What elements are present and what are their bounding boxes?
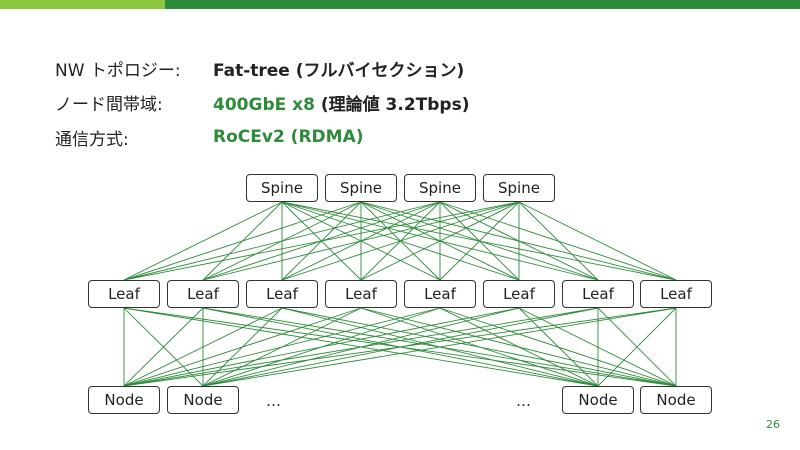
leaf-node-link	[123, 307, 362, 387]
info-label: ノード間帯域:	[55, 94, 163, 115]
header-bar	[0, 0, 800, 9]
leaf-node-link	[360, 307, 599, 387]
spine-leaf-link	[202, 201, 520, 281]
spine-leaf-link	[518, 201, 599, 281]
info-row: 通信方式: RoCEv2 (RDMA)	[55, 124, 364, 150]
leaf-switch: Leaf	[562, 280, 634, 308]
leaf-switch: Leaf	[404, 280, 476, 308]
info-value-part: Fat-tree (フルバイセクション)	[213, 60, 465, 81]
info-value-part: RoCEv2 (RDMA)	[213, 127, 364, 147]
leaf-node-link	[597, 307, 677, 387]
leaf-node-link	[202, 307, 677, 387]
spine-leaf-link	[123, 201, 520, 281]
spine-leaf-link	[281, 201, 520, 281]
info-value: 400GbE x8 (理論値 3.2Tbps)	[213, 90, 469, 115]
leaf-node-link	[123, 307, 441, 387]
compute-node: Node	[640, 386, 712, 414]
leaf-switch: Leaf	[640, 280, 712, 308]
compute-node: Node	[562, 386, 634, 414]
spine-leaf-link	[360, 201, 520, 281]
info-label: NW トポロジー:	[55, 60, 181, 81]
ellipsis: …	[266, 392, 281, 410]
header-bar-dark-segment	[165, 0, 800, 9]
info-row: ノード間帯域: 400GbE x8 (理論値 3.2Tbps)	[55, 89, 469, 115]
leaf-switch: Leaf	[88, 280, 160, 308]
leaf-switch: Leaf	[325, 280, 397, 308]
page-number: 26	[766, 418, 780, 431]
leaf-switch: Leaf	[167, 280, 239, 308]
leaf-node-link	[123, 307, 520, 387]
leaf-node-link	[518, 307, 599, 387]
info-value: RoCEv2 (RDMA)	[213, 127, 364, 147]
spine-leaf-link	[123, 201, 283, 281]
leaf-node-link	[123, 307, 599, 387]
leaf-node-link	[439, 307, 599, 387]
spine-leaf-link	[439, 201, 520, 281]
info-value: Fat-tree (フルバイセクション)	[213, 56, 464, 81]
leaf-node-link	[123, 307, 204, 387]
info-value-part: (理論値 3.2Tbps)	[314, 94, 470, 115]
header-bar-light-segment	[0, 0, 165, 9]
spine-switch: Spine	[404, 174, 476, 202]
info-row: NW トポロジー: Fat-tree (フルバイセクション)	[55, 55, 464, 81]
leaf-switch: Leaf	[483, 280, 555, 308]
spine-leaf-link	[123, 201, 441, 281]
info-value-part: 400GbE x8	[213, 94, 315, 115]
ellipsis: …	[516, 392, 531, 410]
info-label: 通信方式:	[55, 129, 129, 150]
spine-leaf-link	[123, 201, 362, 281]
spine-switch: Spine	[246, 174, 318, 202]
spine-switch: Spine	[325, 174, 397, 202]
compute-node: Node	[88, 386, 160, 414]
leaf-node-link	[123, 307, 677, 387]
compute-node: Node	[167, 386, 239, 414]
spine-switch: Spine	[483, 174, 555, 202]
leaf-node-link	[123, 307, 283, 387]
leaf-switch: Leaf	[246, 280, 318, 308]
leaf-node-link	[518, 307, 677, 387]
spine-leaf-link	[518, 201, 677, 281]
